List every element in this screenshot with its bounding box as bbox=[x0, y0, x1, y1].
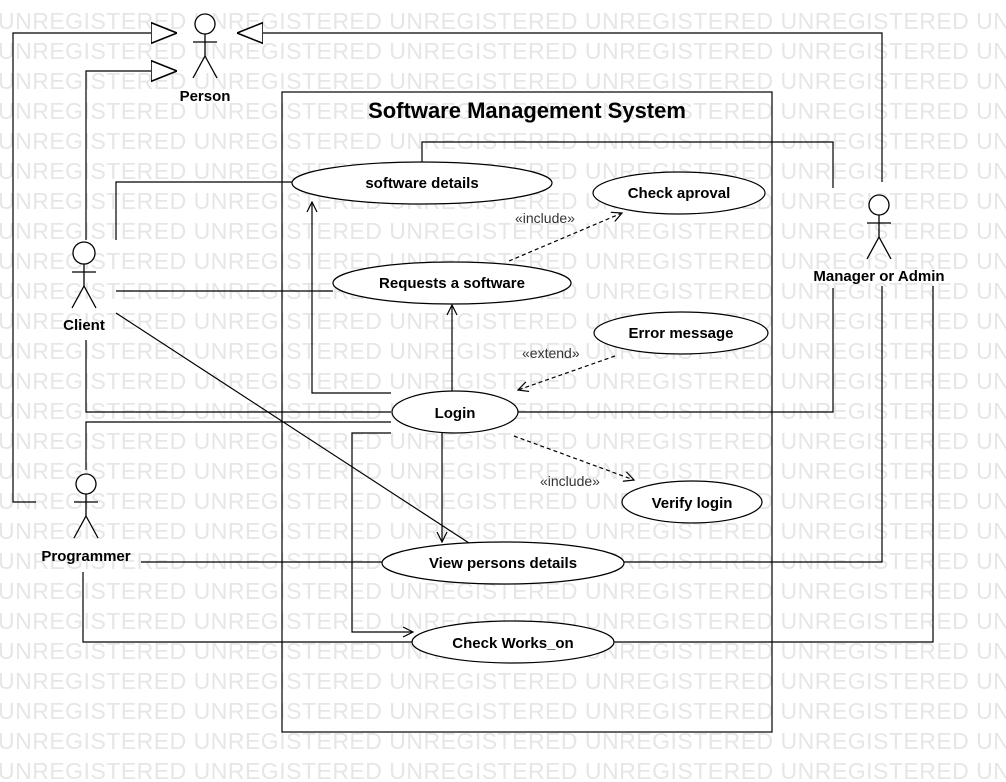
use-case-software-details[interactable]: software details bbox=[291, 161, 553, 205]
actor-manager-label: Manager or Admin bbox=[813, 268, 944, 285]
manager-software-details bbox=[421, 141, 834, 188]
include-verify-login bbox=[513, 435, 634, 480]
use-case-label: Error message bbox=[628, 325, 733, 342]
actor-person-label: Person bbox=[180, 88, 231, 105]
manager-login bbox=[518, 288, 834, 413]
client-login bbox=[85, 340, 391, 413]
actor-programmer-label: Programmer bbox=[41, 548, 130, 565]
actor-client-label: Client bbox=[63, 317, 105, 334]
stick-figure-icon bbox=[73, 473, 99, 539]
include-label-approval: «include» bbox=[515, 210, 575, 226]
extend-label-error: «extend» bbox=[522, 345, 580, 361]
generalization-programmer-person bbox=[12, 33, 177, 503]
stick-figure-icon bbox=[866, 194, 892, 260]
include-label-verify: «include» bbox=[540, 473, 600, 489]
programmer-login bbox=[85, 421, 391, 470]
extend-error-message bbox=[518, 355, 616, 390]
generalization-manager-person bbox=[237, 33, 883, 182]
use-case-check-works-on[interactable]: Check Works_on bbox=[411, 620, 615, 664]
use-case-label: Verify login bbox=[652, 495, 733, 512]
use-case-label: software details bbox=[365, 175, 478, 192]
dashed-relations bbox=[508, 213, 634, 480]
programmer-check-works bbox=[82, 572, 413, 643]
use-case-label: Check Works_on bbox=[452, 635, 573, 652]
actor-programmer[interactable] bbox=[73, 473, 99, 539]
association-edges bbox=[82, 141, 934, 643]
stick-figure-icon bbox=[192, 13, 218, 79]
manager-check-works bbox=[614, 286, 934, 643]
generalization-edges bbox=[12, 33, 883, 503]
use-case-requests-software[interactable]: Requests a software bbox=[332, 261, 572, 305]
manager-view-persons bbox=[624, 286, 883, 563]
use-case-label: View persons details bbox=[429, 555, 577, 572]
use-case-login[interactable]: Login bbox=[391, 390, 519, 434]
login-to-check-works bbox=[351, 432, 413, 632]
use-case-check-approval[interactable]: Check aproval bbox=[592, 171, 766, 215]
stick-figure-icon bbox=[71, 241, 97, 309]
actor-manager-or-admin[interactable] bbox=[866, 194, 892, 260]
login-to-software-details bbox=[312, 202, 391, 394]
client-software-details bbox=[115, 181, 292, 240]
generalization-client-person bbox=[85, 71, 177, 240]
system-title: Software Management System bbox=[368, 98, 686, 123]
actor-client[interactable] bbox=[71, 241, 97, 309]
use-case-verify-login[interactable]: Verify login bbox=[621, 480, 763, 524]
actor-person[interactable] bbox=[192, 13, 218, 79]
client-view-persons bbox=[115, 312, 470, 544]
use-case-error-message[interactable]: Error message bbox=[593, 311, 769, 355]
use-case-view-persons-details[interactable]: View persons details bbox=[381, 541, 625, 585]
use-case-label: Requests a software bbox=[379, 275, 525, 292]
use-case-label: Check aproval bbox=[628, 185, 731, 202]
login-flow-arrows bbox=[312, 202, 452, 632]
use-case-label: Login bbox=[435, 405, 476, 422]
